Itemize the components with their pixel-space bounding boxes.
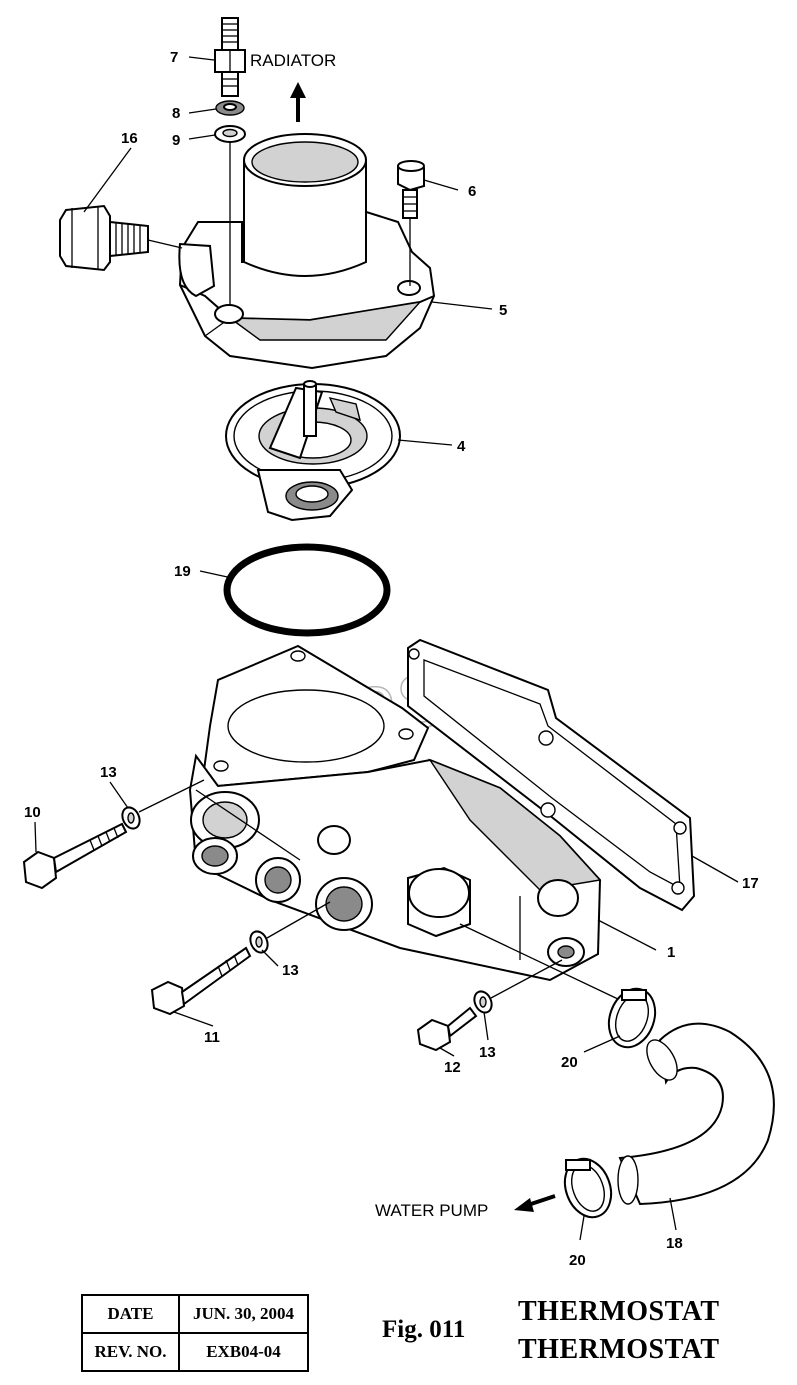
- part-8-lock-washer: [215, 100, 245, 116]
- callout-13-upper: 13: [100, 764, 117, 781]
- callout-8: 8: [172, 105, 180, 122]
- callout-13-lower: 13: [479, 1044, 496, 1061]
- callout-4: 4: [457, 438, 466, 455]
- callout-20-lower: 20: [569, 1252, 586, 1269]
- rev-label: REV. NO.: [81, 1332, 180, 1372]
- date-value: JUN. 30, 2004: [178, 1294, 309, 1334]
- title-line-1: THERMOSTAT: [518, 1296, 720, 1327]
- callout-16: 16: [121, 130, 138, 147]
- callout-7: 7: [170, 49, 178, 66]
- exploded-parts-diagram: AutoSoft: [22, 17, 775, 1269]
- callout-17: 17: [742, 875, 759, 892]
- part-4-thermostat: [225, 380, 401, 522]
- part-7-stud: [214, 17, 246, 97]
- leader-lines: [34, 56, 739, 1241]
- callout-19: 18: [666, 1235, 683, 1252]
- part-19-hose: [617, 1022, 775, 1206]
- callout-6: 6: [468, 183, 476, 200]
- part-18-o-ring: [223, 543, 391, 637]
- radiator-arrow: [290, 82, 306, 122]
- callout-12: 12: [444, 1059, 461, 1076]
- callout-5: 5: [499, 302, 507, 319]
- radiator-label: RADIATOR: [250, 51, 336, 70]
- assembly-lines: [138, 142, 621, 1001]
- callout-18: 19: [174, 563, 191, 580]
- part-9-washer: [214, 125, 246, 143]
- part-1-thermostat-housing: [188, 644, 602, 982]
- part-17-gasket: [407, 638, 696, 912]
- callout-13-middle: 13: [282, 962, 299, 979]
- title-block: DATE JUN. 30, 2004 REV. NO. EXB04-04: [81, 1294, 309, 1372]
- rev-value: EXB04-04: [178, 1332, 309, 1372]
- part-13-washer: [249, 930, 269, 954]
- water-pump-arrow: [514, 1194, 556, 1212]
- part-20-hose-clamp: [607, 987, 657, 1049]
- callout-10: 10: [24, 804, 41, 821]
- title-line-2: THERMOSTAT: [518, 1334, 720, 1365]
- callout-9: 9: [172, 132, 180, 149]
- part-20-hose-clamp: [563, 1157, 613, 1219]
- part-12-bolt: [416, 1006, 478, 1052]
- part-13-washer: [473, 990, 493, 1014]
- part-5-housing-cover: [178, 133, 436, 370]
- water-pump-label: WATER PUMP: [375, 1201, 488, 1220]
- callout-1: 1: [667, 944, 675, 961]
- callout-11: 11: [204, 1029, 220, 1046]
- figure-label: Fig. 011: [382, 1316, 466, 1343]
- part-13-washer: [121, 806, 141, 830]
- part-16-plug: [59, 204, 183, 272]
- part-6-bolt: [397, 160, 425, 286]
- part-10-bolt: [22, 822, 128, 890]
- part-11-bolt: [150, 946, 252, 1016]
- callout-20-upper: 20: [561, 1054, 578, 1071]
- date-label: DATE: [81, 1294, 180, 1334]
